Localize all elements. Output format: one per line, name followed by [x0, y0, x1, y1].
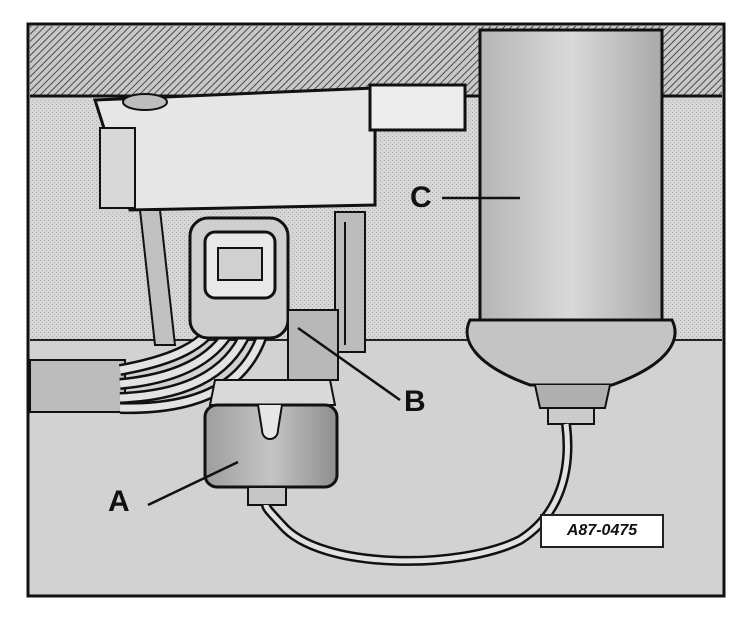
leader-line-a: [147, 460, 239, 507]
callout-c: C: [410, 181, 432, 214]
reference-number: A87-0475: [540, 514, 664, 548]
canister-c: [465, 28, 677, 425]
leader-line-b: [297, 326, 401, 402]
mounting-bracket: [92, 83, 467, 353]
callout-a: A: [108, 485, 130, 518]
callout-b: B: [404, 385, 426, 418]
valve-body-a: [203, 379, 339, 506]
connector-b: [188, 216, 339, 381]
